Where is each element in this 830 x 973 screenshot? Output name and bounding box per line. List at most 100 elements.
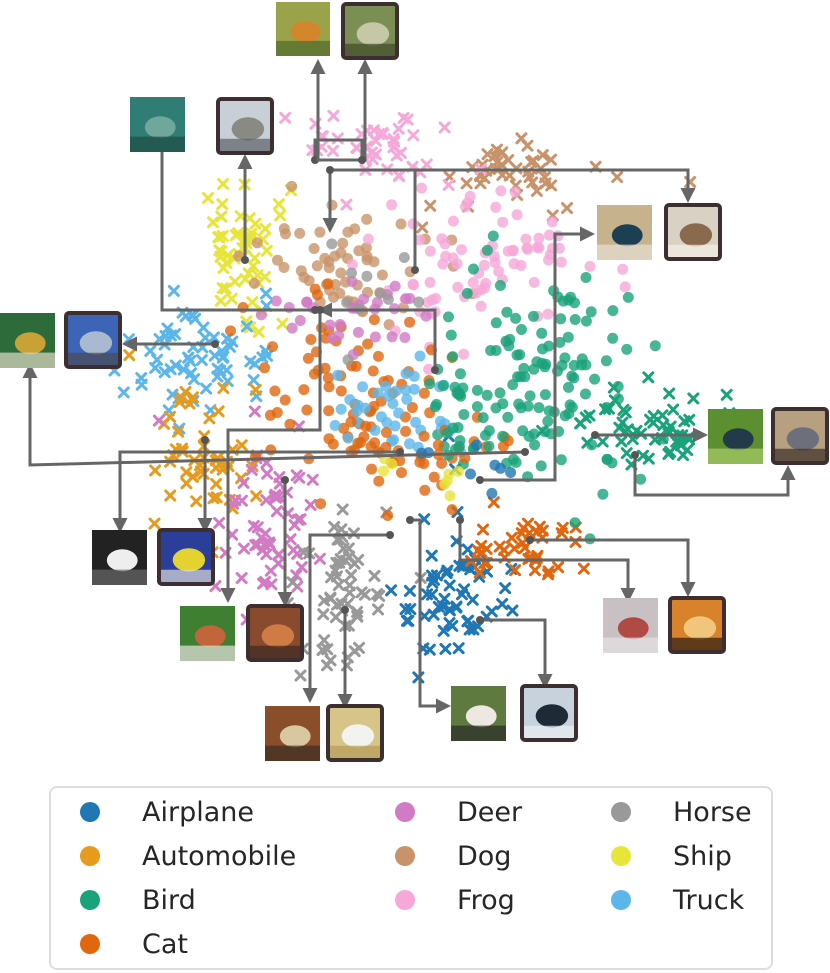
sample-thumbnails (0, 2, 829, 762)
legend-item-cat: Cat (80, 924, 188, 964)
point-frog (440, 250, 452, 262)
point-bird (531, 356, 543, 368)
point-frog (407, 129, 420, 142)
legend-marker (80, 846, 100, 866)
point-cat (309, 283, 321, 295)
point-frog (376, 126, 389, 139)
point-ship (272, 198, 285, 211)
point-deer (227, 497, 240, 510)
point-ship (216, 198, 229, 211)
point-horse (353, 641, 366, 654)
point-ship (214, 250, 227, 263)
point-bird (522, 400, 534, 412)
sample-thumbnail (668, 596, 726, 654)
point-cat (367, 365, 379, 377)
point-truck (247, 374, 260, 387)
point-cat (404, 316, 416, 328)
point-cat (487, 496, 500, 509)
point-bird (563, 381, 574, 393)
point-truck (344, 394, 356, 406)
point-bird (720, 388, 733, 401)
point-bird (663, 387, 676, 400)
point-bird (441, 427, 453, 439)
point-ship (260, 244, 273, 257)
point-bird (490, 345, 502, 356)
point-truck (195, 354, 208, 367)
point-frog (555, 256, 567, 268)
point-truck (369, 424, 381, 436)
point-horse (382, 293, 394, 305)
legend-label: Cat (142, 928, 188, 960)
legend-marker (80, 890, 100, 910)
point-cat (432, 439, 444, 451)
point-airplane (495, 462, 506, 474)
point-bird (647, 416, 660, 429)
point-automobile (179, 385, 192, 398)
point-bird (569, 517, 581, 529)
point-truck (177, 363, 190, 376)
point-bird (555, 454, 567, 466)
connector-origin-dot (526, 536, 534, 544)
point-dog (527, 154, 540, 167)
sample-thumbnail (664, 203, 722, 261)
connector-arrow (313, 59, 373, 162)
connector-arrow (22, 363, 526, 467)
point-ship (252, 325, 265, 338)
connector-arrow (530, 538, 696, 597)
legend-label: Frog (457, 884, 515, 916)
point-truck (153, 333, 166, 346)
point-automobile (193, 459, 206, 472)
point-deer (404, 293, 416, 304)
point-frog (475, 300, 487, 312)
point-truck (186, 308, 199, 321)
point-cat (542, 568, 555, 581)
legend-label: Truck (673, 884, 745, 916)
point-deer (235, 572, 248, 585)
point-horse (346, 267, 357, 279)
connector-origin-dot (396, 448, 404, 456)
point-bird (617, 403, 630, 416)
point-bird (533, 402, 545, 414)
point-frog (407, 278, 419, 290)
point-bird (516, 324, 527, 335)
point-ship (443, 468, 455, 480)
point-truck (261, 349, 274, 362)
point-truck (372, 387, 384, 399)
point-cat (509, 564, 522, 577)
point-dog (478, 172, 491, 185)
connector-origin-dot (431, 366, 439, 374)
point-dog (294, 227, 306, 239)
point-cat (428, 471, 440, 483)
point-deer (346, 276, 358, 287)
legend-item-truck: Truck (611, 880, 744, 920)
point-airplane (486, 487, 498, 499)
point-bird (670, 435, 683, 448)
point-cat (382, 510, 394, 521)
point-frog (365, 146, 378, 159)
point-ship (239, 273, 252, 286)
point-truck (122, 333, 135, 346)
point-horse (368, 569, 381, 582)
point-dog (326, 199, 338, 211)
point-deer (286, 322, 298, 334)
point-horse (341, 296, 353, 308)
point-truck (226, 335, 239, 348)
point-frog (422, 296, 433, 308)
point-airplane (443, 617, 456, 630)
point-airplane (456, 560, 469, 573)
point-ship (216, 282, 229, 295)
point-deer (352, 326, 364, 338)
point-frog (489, 257, 501, 268)
point-bird (511, 349, 523, 361)
point-airplane (505, 467, 517, 478)
legend-label: Ship (673, 840, 732, 872)
point-truck (414, 350, 426, 362)
point-cat (366, 463, 378, 475)
point-ship (217, 261, 230, 274)
point-bird (502, 411, 514, 423)
point-horse (342, 354, 354, 366)
point-cat (335, 385, 347, 397)
point-truck (393, 407, 405, 419)
point-truck (199, 331, 212, 344)
